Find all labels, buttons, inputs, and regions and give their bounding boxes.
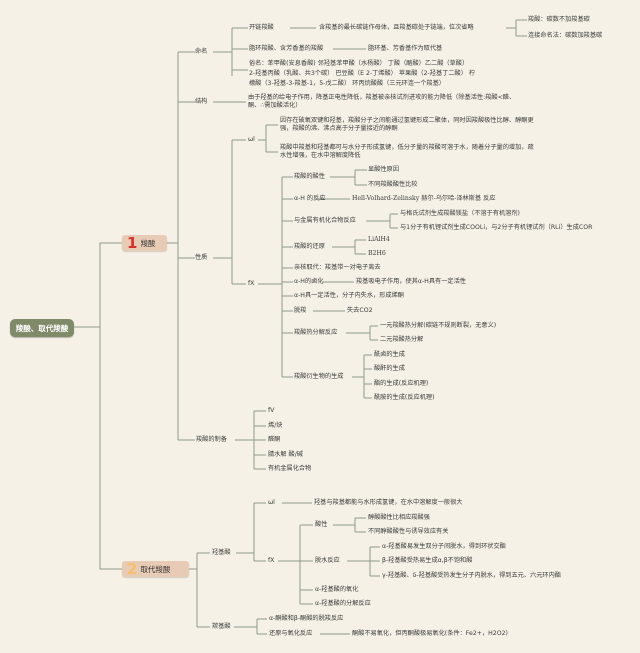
node-common-names-2[interactable]: 2-羟基丙酸（乳酸、共3个碳） 巴豆酸（E 2-丁烯酸） 苹果酸（2-羟基丁二酸… (249, 70, 476, 77)
node-ketene[interactable]: α-H具一定活性，分子内失水，形成烯酮 (294, 292, 404, 299)
node-grignard[interactable]: 与格氏试剂生成羧酸镁盐（不溶于有机溶剂) (400, 210, 520, 217)
node-structure[interactable]: 结构 (195, 98, 208, 105)
node-oxo-decarbox[interactable]: α-酮酸和β-酮酸的脱羧反应 (269, 615, 344, 622)
node-hydroxy-acidity-2[interactable]: 不同醇酸酸性与诱导效应有关 (368, 528, 449, 535)
node-hydroxy-chemical[interactable]: fX (268, 557, 275, 564)
node-mono-pyrolysis[interactable]: 一元羧酸热分解(碳链不规则断裂，无意义) (380, 322, 497, 329)
node-chain-rule[interactable]: 含羧基的最长碳链作母体，且羧基碳处于链端，位次省略 (319, 24, 474, 31)
node-acyl-halide[interactable]: 酰卤的生成 (374, 351, 405, 358)
node-physical[interactable]: ωl (248, 136, 255, 143)
node-common-names-1[interactable]: 俗名：苯甲酸(安息香酸) 邻羟基苯甲酸（水杨酸） 丁酸（酪酸）乙二酸（草酸） (249, 60, 469, 67)
node-chain-acid[interactable]: 开链羧酸 (249, 24, 274, 31)
node-preparation[interactable]: 羧酸的制备 (196, 436, 227, 443)
node-prep-alkene[interactable]: 烯/炔 (268, 422, 283, 429)
node-halogenation-text[interactable]: 羧基吸电子作用，使其α-H具有一定活性 (356, 278, 466, 285)
node-oxo-redox-text[interactable]: 酮酸不易氧化，但丙酮酸极易氧化(条件：Fe2+，H2O2) (352, 630, 508, 637)
node-hydroxy-acidity-1[interactable]: 醇酸酸性比相应羧酸强 (368, 514, 430, 521)
node-dehydration-beta[interactable]: β-羟基酸受热易生成α,β不饱和酸 (382, 557, 473, 564)
node-oxo-redox[interactable]: 还原与氧化反应 (269, 630, 313, 637)
node-organometallic[interactable]: 与金属有机化合物反应 (294, 217, 356, 224)
node-organolithium[interactable]: 与1分子有机锂试剂生成COOLi，与2分子有机锂试剂（RLi）生成COR (400, 224, 593, 231)
branch-substituted-acid[interactable]: 2 取代羧酸 (122, 561, 189, 577)
branch-carboxylic-acid[interactable]: 1 羧酸 (122, 235, 167, 251)
node-prep-organometallic[interactable]: 有机金属化合物 (268, 465, 312, 472)
node-naming[interactable]: 命名 (195, 48, 208, 55)
node-hydroxy-solubility[interactable]: 羟基与羧基都能与水形成氢键，在水中溶解度一般很大 (314, 499, 463, 506)
node-oxo-acid[interactable]: 羰基酸 (212, 623, 231, 630)
node-lialh4[interactable]: LiAlH4 (368, 236, 390, 243)
node-link-naming[interactable]: 连接命名法：碳数加羧基碳 (528, 32, 603, 39)
node-hydroxy-decomposition[interactable]: α-羟基酸的分解反应 (315, 600, 371, 607)
node-reduction[interactable]: 羧酸的还原 (294, 243, 325, 250)
node-hydroxy-acidity[interactable]: 酸性 (315, 521, 328, 528)
root-topic-label: 羧酸、取代羧酸 (15, 323, 69, 333)
node-chemical[interactable]: fX (248, 280, 255, 287)
node-physical-2[interactable]: 羧酸中羧基和羟基都可与水分子形成氢键，低分子量的羧酸可溶于水，随着分子量的增加，… (280, 144, 534, 159)
node-cyclic-rule[interactable]: 脂环基、芳香基作为取代基 (368, 45, 443, 52)
node-pyrolysis[interactable]: 羧酸热分解反应 (294, 329, 338, 336)
branch-number-2: 2 (127, 560, 138, 578)
node-dehydration-alpha[interactable]: α-羟基酸易发生双分子间脱水，得到环状交酯 (382, 543, 506, 550)
node-anhydride[interactable]: 酸酐的生成 (374, 365, 405, 372)
node-hvz-reaction[interactable]: Hell-Volhard-Zelinsky 赫尔-乌尔哈-泽林斯基 反应 (352, 195, 496, 202)
node-derivatives[interactable]: 羧酸衍生物的生成 (294, 373, 344, 380)
node-nucleophilic-sub[interactable]: 亲核取代：羧基带一对电子离去 (294, 264, 381, 271)
branch-number-1: 1 (127, 234, 138, 252)
node-alpha-halogenation[interactable]: α-H的卤化 (294, 278, 324, 285)
node-structure-text[interactable]: 由于羟基的给电子作用，降基正电性降低，羧基被亲核试剂进攻的能力降低（除基活性:羧… (248, 94, 516, 109)
node-prep-nitrile[interactable]: 腈水解 酸/碱 (268, 451, 303, 458)
node-b2h6[interactable]: B2H6 (368, 250, 386, 257)
branch-label-carboxylic-acid: 羧酸 (140, 238, 156, 248)
node-dicarbox-rule[interactable]: 羧酸：碳数不加羧基碳 (528, 16, 590, 23)
node-properties[interactable]: 性质 (195, 254, 208, 261)
node-common-names-3[interactable]: 檬酸（3-羟基-3-羧基-1，5-戊二酸） 环丙烷酸酸（三元环连一个羧基） (249, 80, 445, 87)
node-hydroxy-acid[interactable]: 羟基酸 (212, 549, 231, 556)
node-hydroxy-oxidation[interactable]: α-羟基酸的氧化 (315, 586, 359, 593)
node-physical-1[interactable]: 因存在破氧双键和羟基，羧酸分子之间能通过氢键形成二聚体，同时因羧酸极性比醇、醇酮… (280, 117, 534, 132)
node-lose-co2[interactable]: 失去CO2 (347, 307, 373, 314)
node-acidity-compare[interactable]: 不同羧酸酸性比较 (368, 181, 418, 188)
node-prep-oxidation[interactable]: fV (268, 407, 275, 414)
node-hydroxy-physical[interactable]: ωl (268, 499, 275, 506)
node-decarboxylation[interactable]: 脱羧 (294, 307, 307, 314)
node-dehydration[interactable]: 脱水反应 (315, 557, 340, 564)
node-acidity-reason[interactable]: 显酸性原因 (368, 166, 399, 173)
node-prep-aldehyde[interactable]: 醛酮 (268, 436, 281, 443)
node-alpha-h[interactable]: α-H 的反应 (294, 195, 326, 202)
node-acidity[interactable]: 羧酸的酸性 (294, 173, 325, 180)
node-dehydration-gamma[interactable]: γ-羟基酸、δ-羟基酸受热发生分子内脱水，得到五元、六元环内酯 (382, 572, 561, 579)
branch-label-substituted-acid: 取代羧酸 (140, 564, 171, 574)
node-di-pyrolysis[interactable]: 二元羧酸热分解 (380, 336, 424, 343)
node-amide[interactable]: 酰胺的生成(反应机理) (374, 394, 435, 401)
node-cyclic-acid[interactable]: 脂环羧酸、含芳香基的羧酸 (249, 45, 324, 52)
root-topic[interactable]: 羧酸、取代羧酸 (10, 319, 74, 337)
node-ester[interactable]: 酯的生成(反应机理) (374, 380, 429, 387)
